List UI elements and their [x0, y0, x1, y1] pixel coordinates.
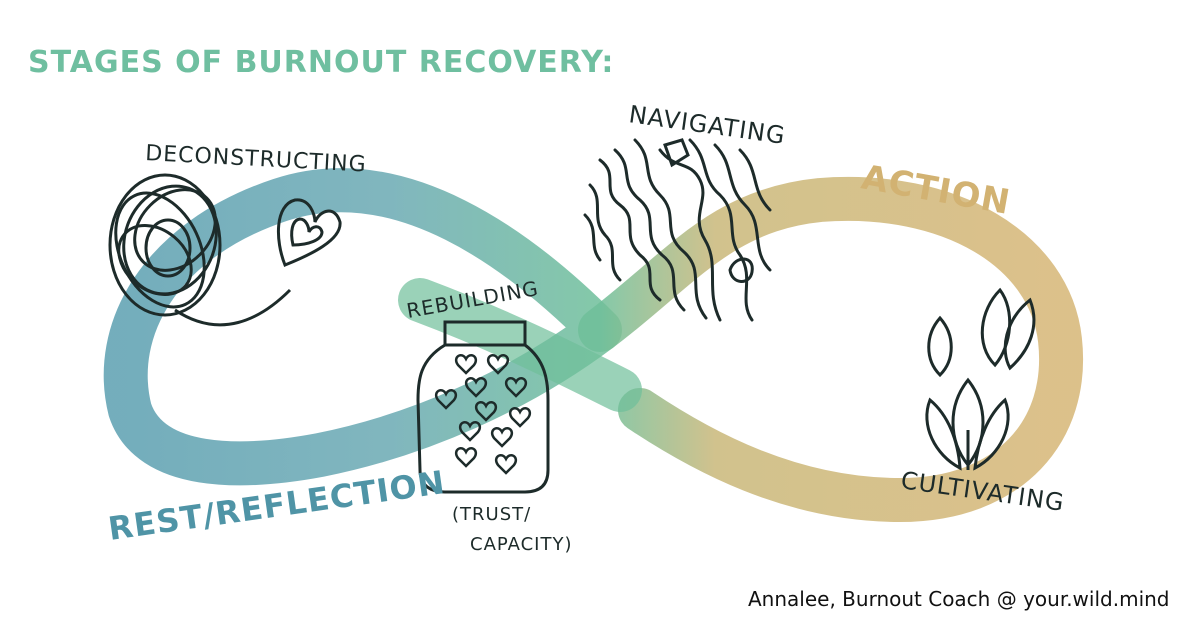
- jar-of-hearts-icon: [416, 320, 550, 494]
- jar-note-line1: (TRUST/: [452, 504, 531, 525]
- rest-reflection-loop: [103, 168, 622, 486]
- jar-note-line2: CAPACITY): [470, 534, 572, 555]
- author-credit: Annalee, Burnout Coach @ your.wild.mind: [748, 587, 1170, 611]
- stage-deconstructing-label: DECONSTRUCTING: [145, 141, 368, 178]
- sprouting-leaves-icon: [925, 287, 1036, 471]
- heart-icon: [276, 198, 342, 267]
- action-loop: [578, 176, 1084, 523]
- middle-crossing-stroke: [398, 278, 642, 412]
- wavy-lines-icon: [583, 138, 772, 322]
- jar-hearts-group: [434, 354, 532, 475]
- scribble-tangle-icon: [108, 173, 292, 327]
- diagram-title: STAGES OF BURNOUT RECOVERY:: [28, 45, 614, 80]
- stage-navigating-label: NAVIGATING: [627, 100, 787, 150]
